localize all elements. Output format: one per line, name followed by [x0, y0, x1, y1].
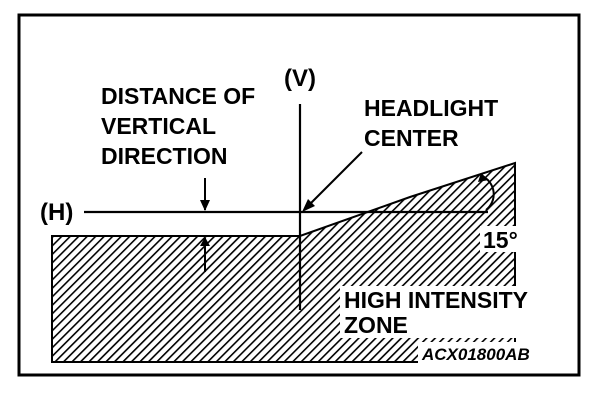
angle-arc-arrowhead [478, 173, 489, 182]
distance-label-line1: DISTANCE OF [101, 83, 255, 109]
zone-label-bg [340, 286, 552, 338]
horizontal-axis-label: (H) [40, 199, 73, 226]
vertical-axis-label: (V) [284, 65, 316, 92]
distance-label-line3: DIRECTION [101, 143, 228, 169]
angle-label: 15° [483, 227, 518, 253]
zone-label-line1: HIGH INTENSITY [344, 287, 528, 313]
diagram-frame [17, 13, 581, 377]
distance-arrowhead-down [200, 200, 210, 211]
code-label-bg [418, 342, 558, 366]
headlight-center-pointer [305, 151, 363, 209]
headlight-label-line1: HEADLIGHT [364, 95, 498, 121]
figure-code: ACX01800AB [421, 345, 530, 364]
headlight-label-line2: CENTER [364, 125, 459, 151]
distance-arrowhead-up [200, 237, 210, 246]
headlight-center-arrowhead [302, 199, 315, 212]
angle-label-bg [480, 226, 520, 252]
distance-label-line2: VERTICAL [101, 113, 216, 139]
zone-label-line2: ZONE [344, 312, 408, 338]
